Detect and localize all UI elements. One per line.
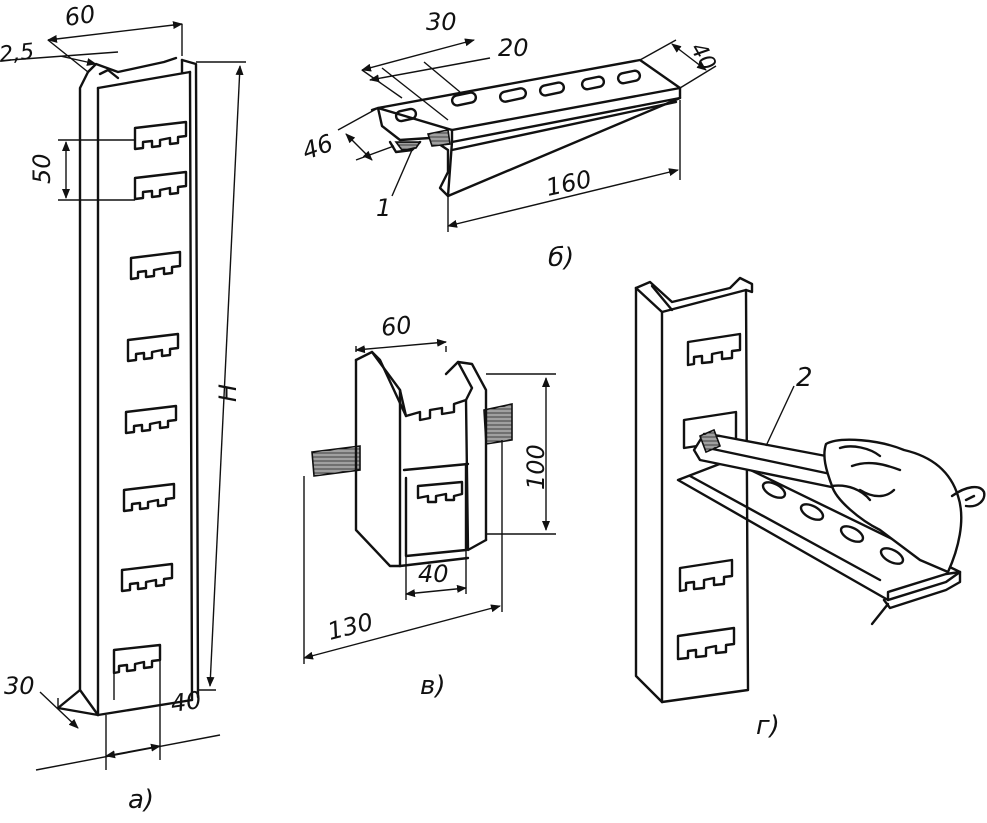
dim-20-label: 20 — [498, 34, 529, 62]
dim-130-label: 130 — [325, 608, 376, 646]
figure-g-caption: г) — [756, 711, 780, 741]
dim-40-label: 40 — [169, 686, 203, 718]
dim-50-label: 50 — [28, 153, 56, 184]
dim-40-label: 40 — [685, 39, 721, 76]
dim-160-label: 160 — [543, 165, 594, 202]
callout-2-label: 2 — [796, 363, 813, 393]
figure-a-caption: а) — [128, 785, 154, 815]
figure-b-bracket: 30 20 40 46 160 1 б) — [298, 8, 720, 273]
dim-30-label: 30 — [4, 672, 35, 700]
dim-2-5-label: 2,5 — [0, 39, 35, 68]
assembly-post-slots — [676, 332, 742, 661]
figure-v-caption: в) — [420, 671, 445, 701]
dim-100-label: 100 — [522, 444, 550, 490]
dim-h-label: H — [214, 384, 242, 402]
dim-60-label: 60 — [63, 0, 97, 32]
figure-v-clip: 60 100 40 130 в) — [303, 311, 556, 701]
dim-40-label: 40 — [418, 560, 449, 588]
assembly-bracket-slots — [761, 481, 905, 565]
dim-30-label: 30 — [426, 8, 457, 36]
dim-46-label: 46 — [298, 129, 336, 166]
bracket-slots — [394, 69, 642, 123]
dim-60-label: 60 — [380, 311, 413, 342]
figure-a-post: 60 2,5 50 H 30 40 а) — [0, 0, 246, 815]
figure-g-assembly: 2 г) — [634, 276, 986, 741]
figure-b-caption: б) — [548, 243, 574, 273]
post-slots — [112, 120, 188, 700]
callout-1-label: 1 — [376, 194, 391, 222]
